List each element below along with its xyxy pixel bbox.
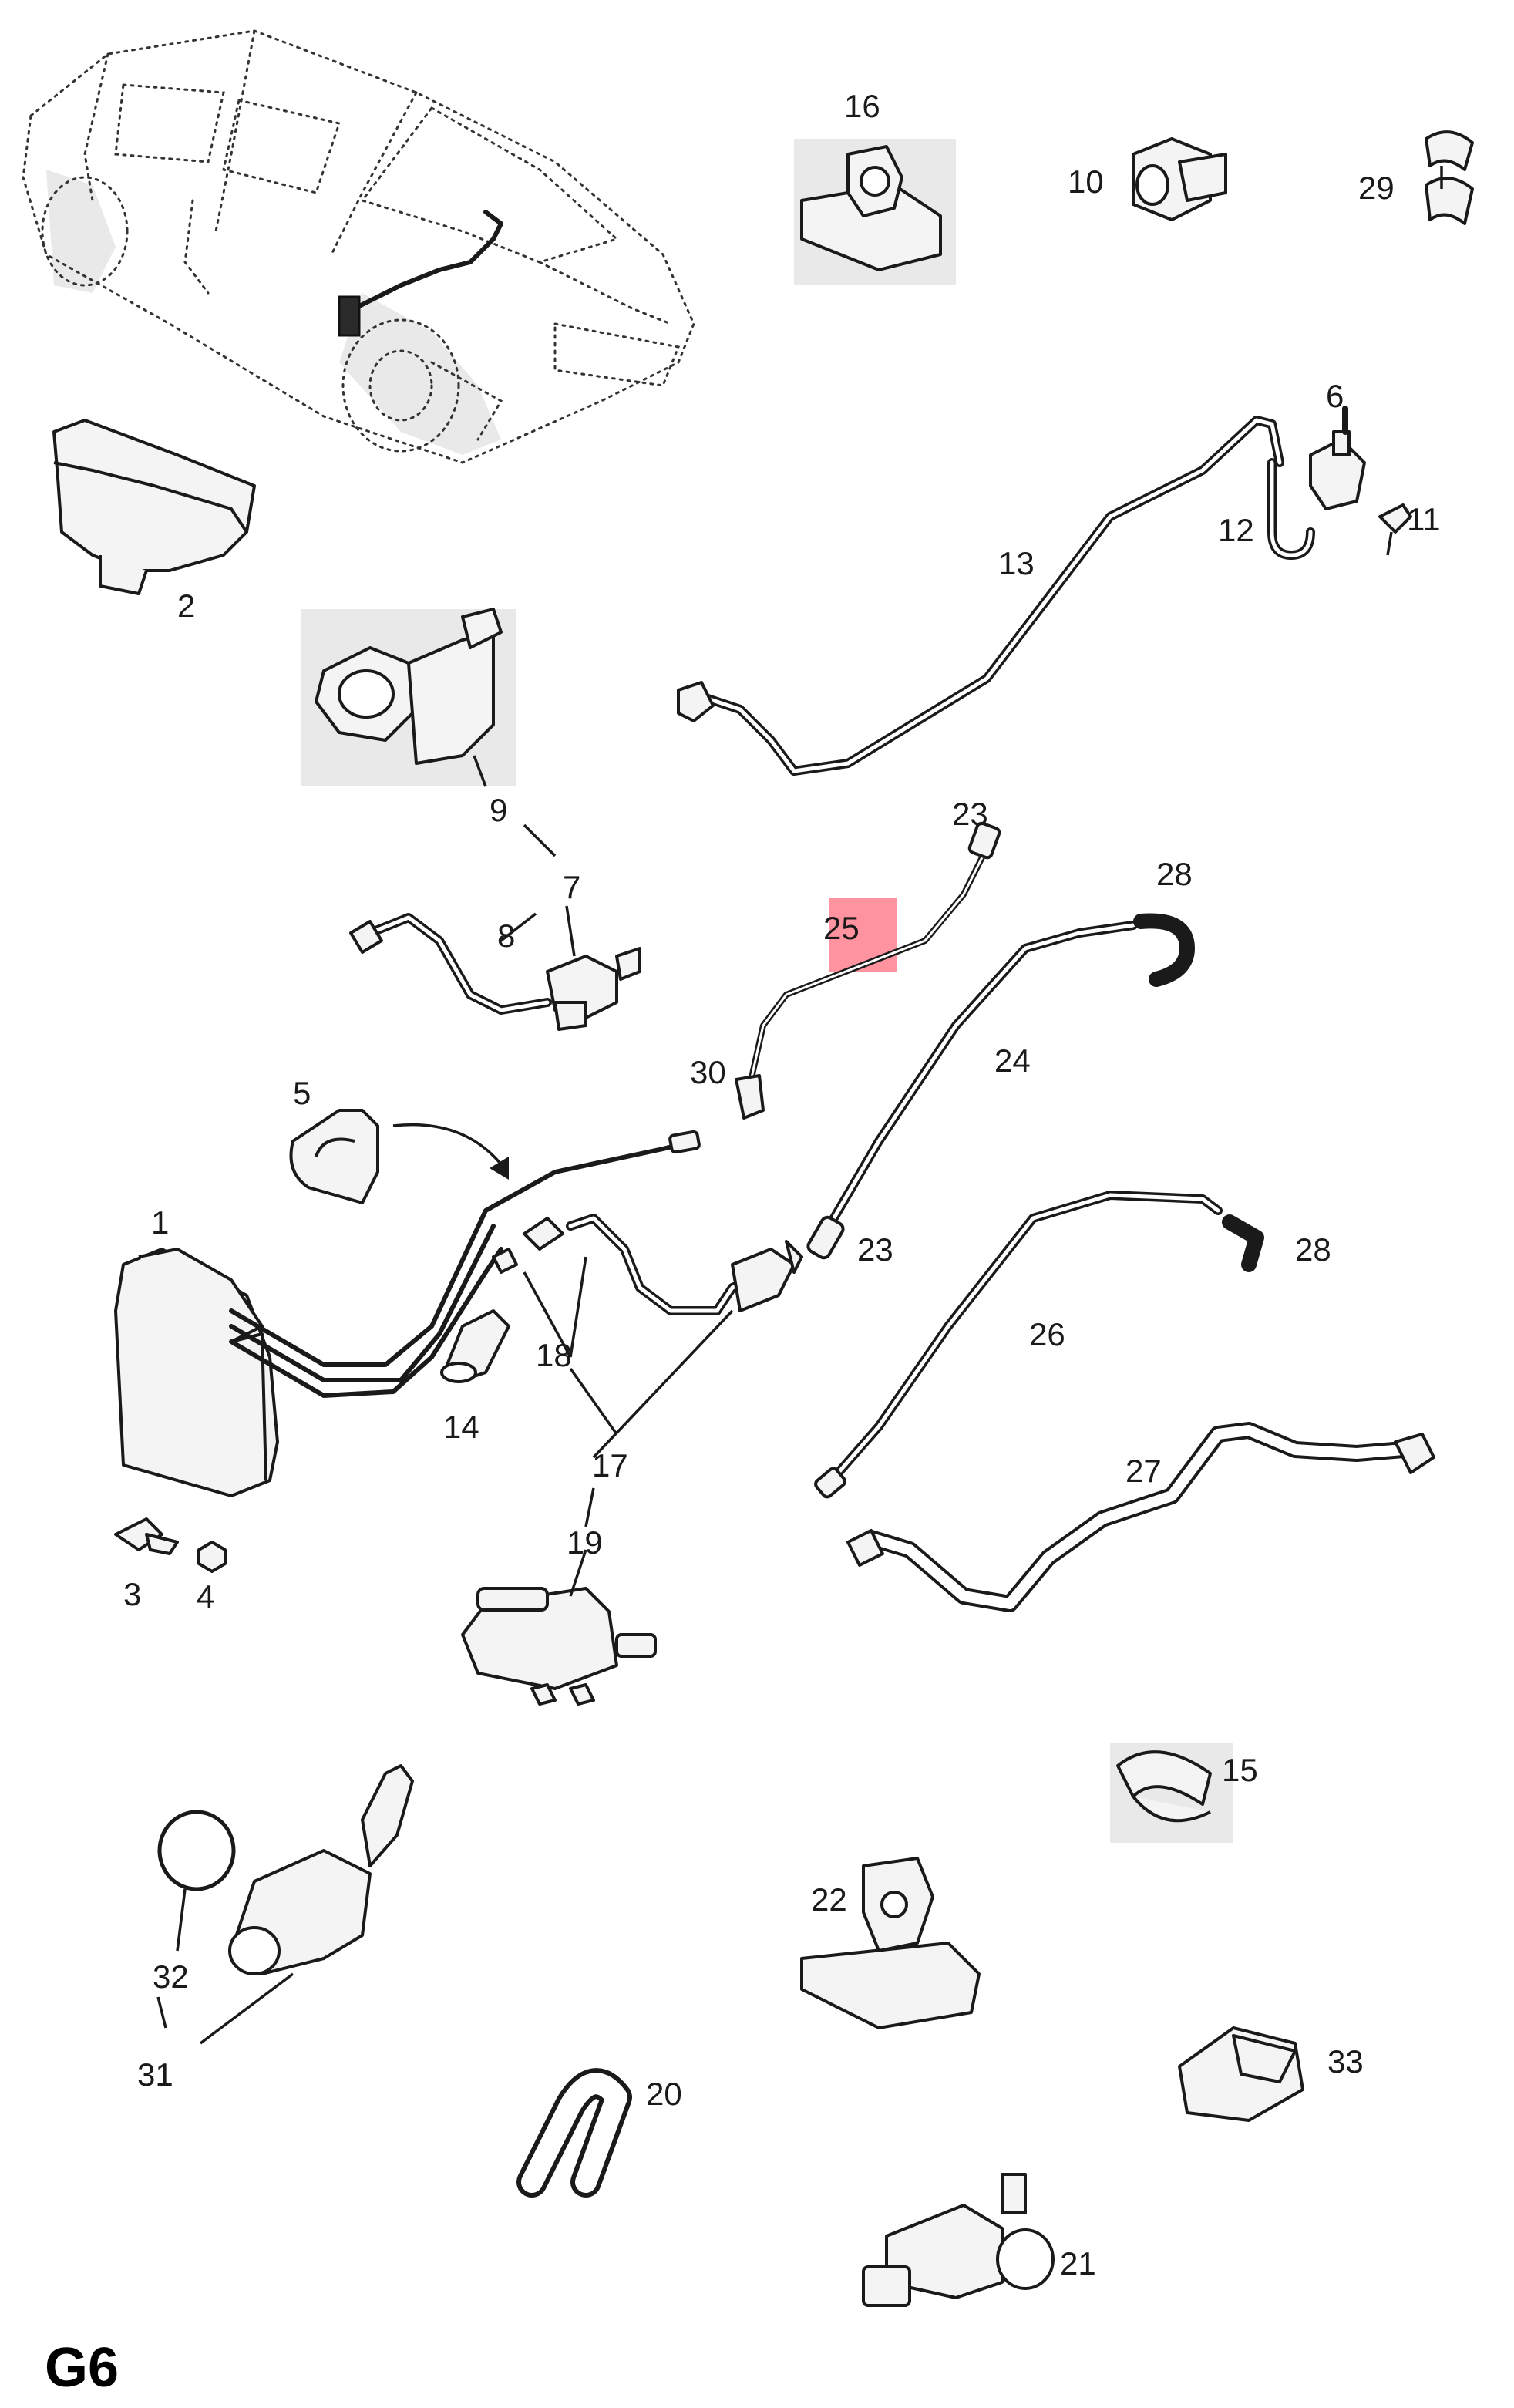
part-5-clip	[289, 1109, 379, 1204]
part-27-hose	[846, 1422, 1435, 1612]
label-18: 18	[536, 1337, 572, 1373]
label-13: 13	[998, 545, 1035, 581]
part-25-highlight	[829, 898, 897, 972]
label-26: 26	[1029, 1316, 1065, 1352]
part-15-clamp	[1110, 1743, 1233, 1843]
part-12-hose	[1267, 458, 1315, 560]
part-33-clip	[1178, 2026, 1304, 2122]
harness-lines	[229, 1130, 701, 1398]
part-32-o-ring	[157, 1810, 236, 1891]
label-31: 31	[137, 2056, 173, 2093]
label-14: 14	[443, 1409, 479, 1445]
part-1-canister	[114, 1248, 279, 1497]
part-16-clip	[794, 139, 956, 285]
label-21: 21	[1060, 2245, 1096, 2282]
part-17-tee	[731, 1240, 803, 1312]
label-10: 10	[1068, 163, 1104, 200]
label-30: 30	[690, 1054, 726, 1090]
part-26-hose	[814, 1191, 1223, 1499]
label-11: 11	[1407, 501, 1441, 537]
label-33: 33	[1327, 2043, 1364, 2080]
part-6-valve	[1309, 406, 1366, 510]
label-24: 24	[994, 1042, 1031, 1079]
part-22-clip	[800, 1857, 981, 2029]
leader-lines	[156, 755, 734, 2045]
label-32: 32	[153, 1958, 189, 1995]
part-29-clip	[1425, 130, 1474, 225]
label-28-mid: 28	[1295, 1231, 1331, 1268]
label-16: 16	[844, 88, 880, 124]
label-7: 7	[563, 869, 580, 905]
part-19-solenoid	[461, 1587, 657, 1706]
part-13-hose	[677, 416, 1284, 776]
part-9-bracket	[301, 608, 516, 786]
part-10-connector	[1132, 137, 1227, 221]
callout-labels: 1 2 3 4 5 6 7 8 9 10 11 12 13 14 15 16 1…	[123, 88, 1441, 2282]
label-17: 17	[592, 1447, 628, 1484]
part-21-valve	[862, 2173, 1055, 2307]
part-7-valve	[546, 947, 641, 1031]
label-29: 29	[1358, 170, 1395, 206]
part-24-hose	[806, 921, 1138, 1260]
label-23-top: 23	[952, 796, 988, 832]
page-code: G6	[45, 2337, 119, 2399]
part-28-elbow-top	[1133, 913, 1195, 987]
label-6: 6	[1326, 378, 1344, 414]
label-3: 3	[123, 1576, 141, 1612]
part-28-elbow-mid	[1222, 1214, 1264, 1272]
part-2-cover	[52, 419, 256, 595]
label-27: 27	[1125, 1453, 1162, 1489]
part-11-screw	[1378, 503, 1412, 556]
label-8: 8	[497, 918, 515, 954]
label-28-top: 28	[1156, 856, 1193, 892]
label-5: 5	[293, 1075, 311, 1111]
label-22: 22	[811, 1881, 847, 1918]
label-4: 4	[197, 1578, 214, 1615]
direction-arrow	[392, 1123, 503, 1166]
part-4-nut	[197, 1541, 227, 1573]
label-9: 9	[490, 792, 507, 828]
label-25: 25	[823, 910, 860, 946]
label-12: 12	[1218, 512, 1254, 548]
label-20: 20	[646, 2076, 682, 2112]
part-3-bracket	[114, 1517, 179, 1555]
part-14-grommet	[440, 1309, 510, 1383]
label-2: 2	[177, 588, 195, 624]
label-15: 15	[1222, 1752, 1258, 1788]
part-20-u-hose	[516, 2068, 632, 2198]
arrowhead	[490, 1157, 509, 1180]
part-31-valve-housing	[228, 1764, 414, 1975]
label-1: 1	[151, 1204, 169, 1241]
part-18-hoses	[492, 1214, 776, 1315]
vehicle-outline	[22, 29, 695, 464]
label-23-bottom: 23	[857, 1231, 893, 1268]
part-25-hose	[735, 821, 1001, 1120]
label-19: 19	[567, 1524, 603, 1561]
part-8-hose	[349, 913, 552, 1015]
